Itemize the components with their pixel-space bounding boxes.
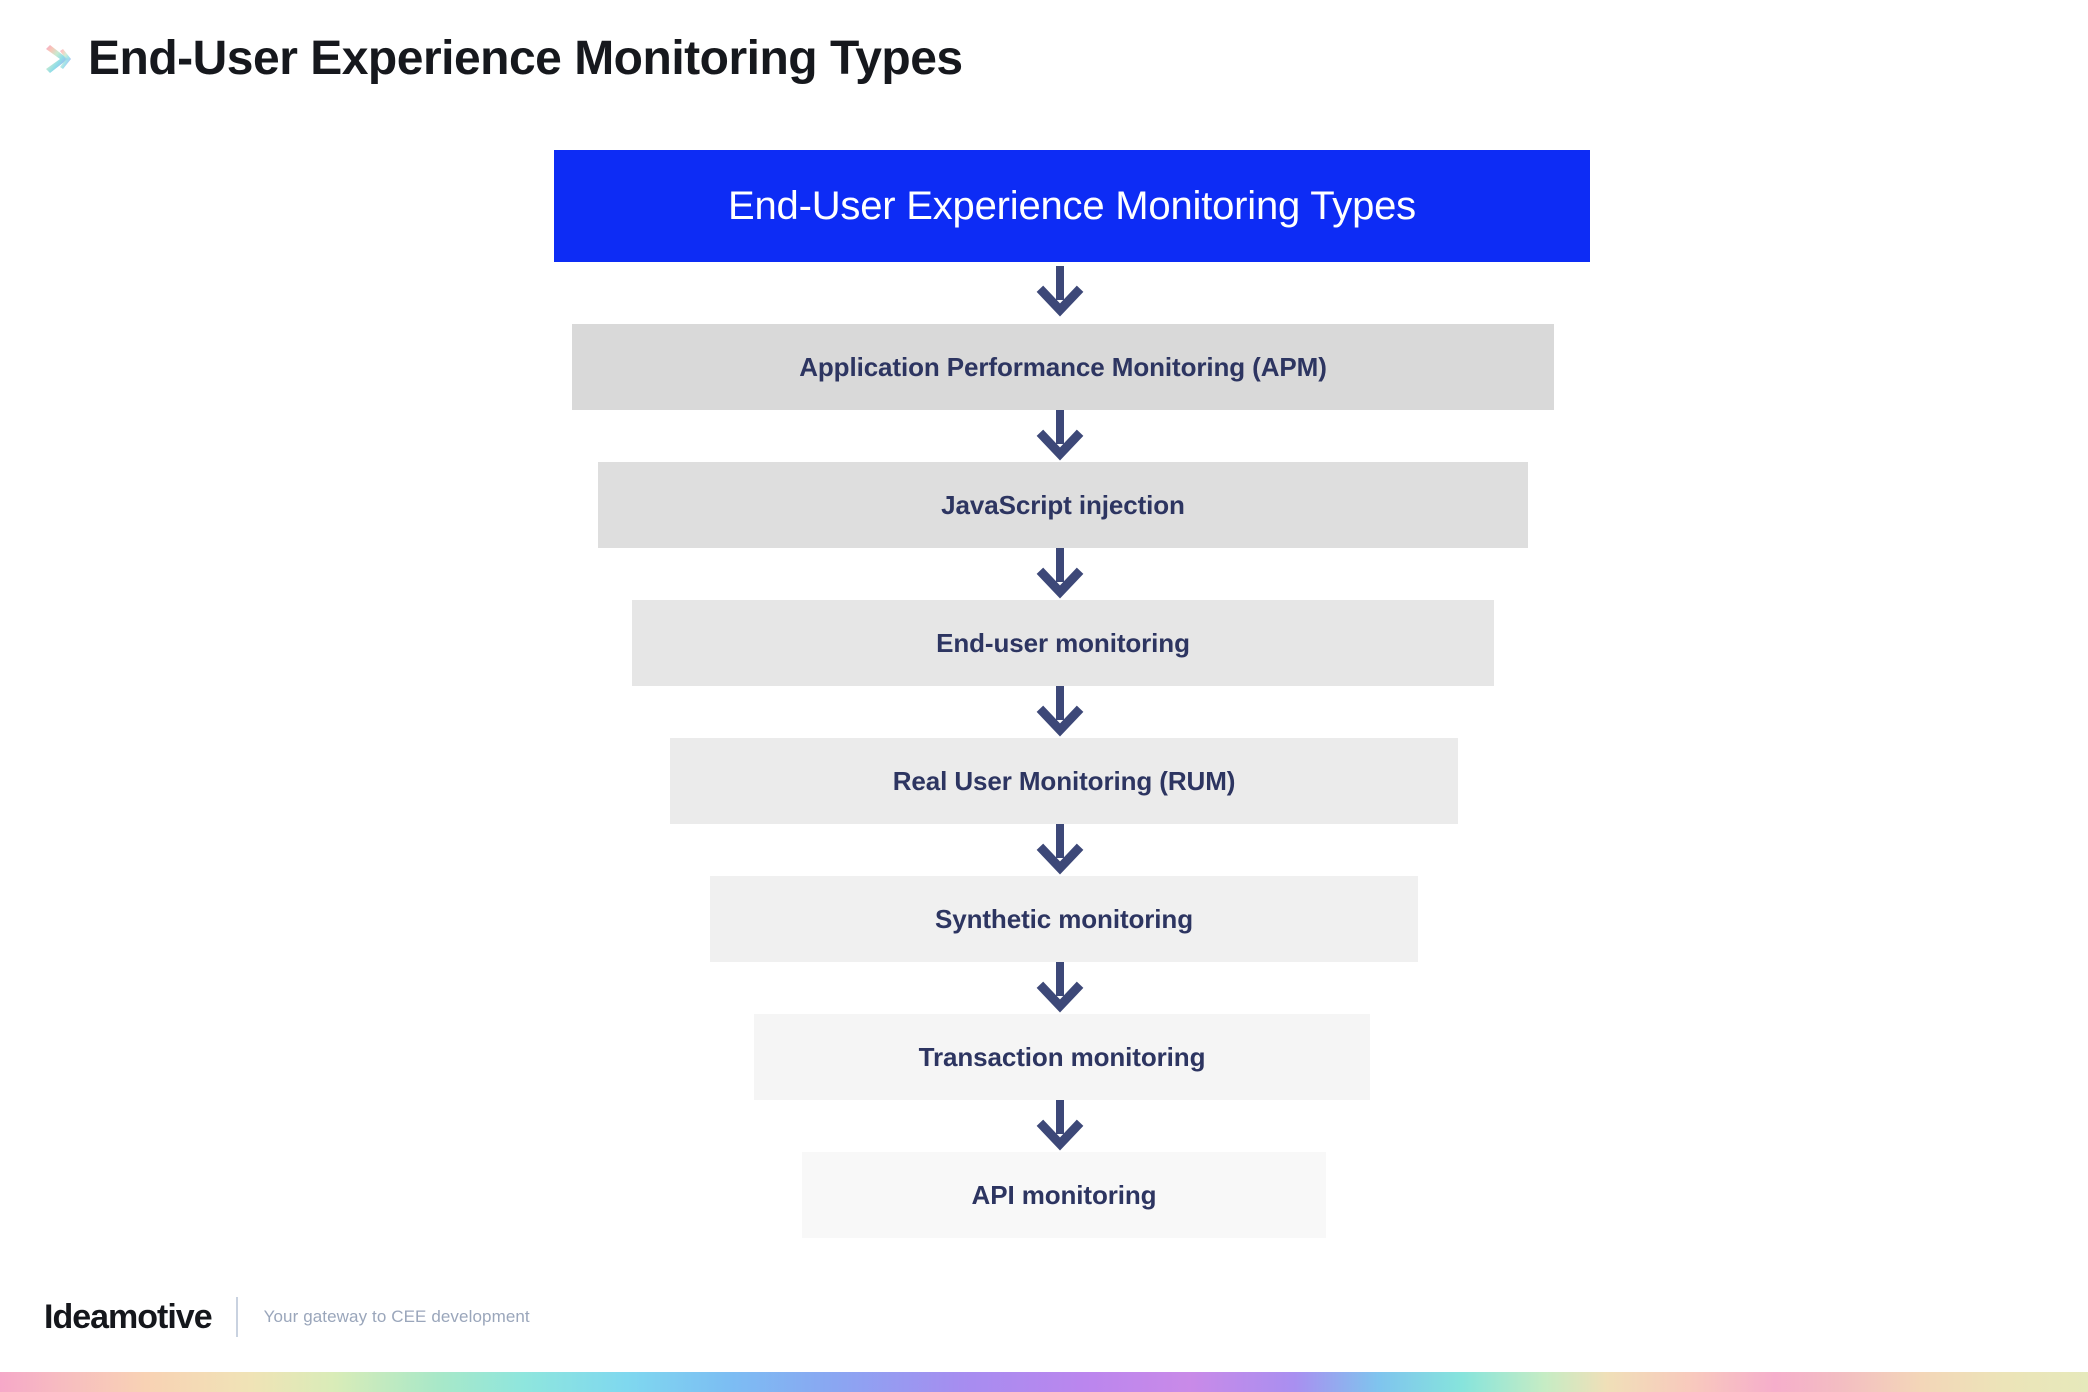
funnel-row-step-4: Real User Monitoring (RUM) xyxy=(0,738,2088,830)
funnel-box-head-label: End-User Experience Monitoring Types xyxy=(728,183,1416,228)
funnel-row-head: End-User Experience Monitoring Types xyxy=(0,150,2088,262)
funnel-row-step-2: JavaScript injection xyxy=(0,462,2088,554)
funnel-box-head[interactable]: End-User Experience Monitoring Types xyxy=(554,150,1590,262)
funnel-box-step-6[interactable]: Transaction monitoring xyxy=(754,1014,1370,1100)
funnel-row-step-6: Transaction monitoring xyxy=(0,1014,2088,1106)
funnel-arrow-row-7 xyxy=(0,1100,2088,1152)
funnel-arrow-row-6 xyxy=(0,962,2088,1014)
brand-logo: Ideamotive xyxy=(44,1298,213,1336)
funnel-box-step-6-label: Transaction monitoring xyxy=(918,1041,1206,1072)
rainbow-gradient-bar xyxy=(0,1372,2088,1392)
funnel-arrow-row-5 xyxy=(0,824,2088,876)
footer: Ideamotive Your gateway to CEE developme… xyxy=(44,1294,530,1340)
funnel-diagram: End-User Experience Monitoring Types App… xyxy=(0,150,2088,1244)
slide-header: End-User Experience Monitoring Types xyxy=(38,32,963,85)
arrow-down-icon xyxy=(1030,1100,1090,1156)
funnel-box-step-2-label: JavaScript injection xyxy=(941,489,1185,520)
funnel-arrow-row-1 xyxy=(0,262,2088,324)
arrow-down-icon xyxy=(1030,266,1090,322)
funnel-box-step-7[interactable]: API monitoring xyxy=(802,1152,1326,1238)
funnel-box-step-3[interactable]: End-user monitoring xyxy=(632,600,1494,686)
footer-divider xyxy=(235,1297,238,1337)
funnel-box-step-4-label: Real User Monitoring (RUM) xyxy=(892,765,1236,796)
arrow-down-icon xyxy=(1030,962,1090,1018)
funnel-arrow-row-2 xyxy=(0,410,2088,462)
funnel-row-step-3: End-user monitoring xyxy=(0,600,2088,692)
funnel-box-step-3-label: End-user monitoring xyxy=(936,627,1190,658)
funnel-box-step-7-label: API monitoring xyxy=(971,1179,1157,1210)
funnel-arrow-row-3 xyxy=(0,548,2088,600)
funnel-box-step-2[interactable]: JavaScript injection xyxy=(598,462,1528,548)
arrow-down-icon xyxy=(1030,410,1090,466)
funnel-box-step-1[interactable]: Application Performance Monitoring (APM) xyxy=(572,324,1554,410)
funnel-box-step-4[interactable]: Real User Monitoring (RUM) xyxy=(670,738,1458,824)
funnel-row-step-7: API monitoring xyxy=(0,1152,2088,1244)
funnel-row-step-5: Synthetic monitoring xyxy=(0,876,2088,968)
footer-tagline: Your gateway to CEE development xyxy=(263,1307,530,1326)
arrow-down-icon xyxy=(1030,548,1090,604)
arrow-down-icon xyxy=(1030,824,1090,880)
funnel-row-step-1: Application Performance Monitoring (APM) xyxy=(0,324,2088,416)
chevron-right-gradient-icon xyxy=(38,37,78,81)
page-title: End-User Experience Monitoring Types xyxy=(88,32,963,85)
funnel-box-step-5[interactable]: Synthetic monitoring xyxy=(710,876,1418,962)
funnel-box-step-5-label: Synthetic monitoring xyxy=(934,903,1193,934)
arrow-down-icon xyxy=(1030,686,1090,742)
funnel-arrow-row-4 xyxy=(0,686,2088,738)
funnel-box-step-1-label: Application Performance Monitoring (APM) xyxy=(799,351,1327,382)
